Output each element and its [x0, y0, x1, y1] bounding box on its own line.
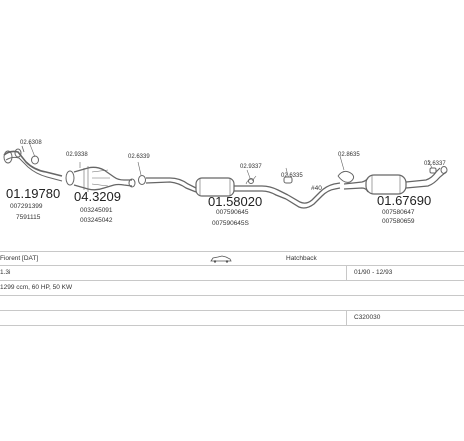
- vehicle-model: Fiorent [DAT]: [0, 255, 39, 262]
- gasket-part-2: [137, 161, 146, 185]
- part-ref-label: 02.6337: [424, 161, 446, 167]
- hanger-part-2: [283, 167, 293, 184]
- table-row: 1299 ccm, 60 HP, 50 KW: [0, 281, 464, 296]
- table-row: 1.3i 01/90 - 12/93: [0, 266, 464, 281]
- part-ref-label: 02.6339: [128, 154, 150, 160]
- intermediate-pipe-part: [285, 182, 341, 209]
- engine: 1.3i: [0, 269, 11, 276]
- exhaust-system-diagram: 02.6308 01.19780 007291399 7591115 02.93…: [3, 140, 448, 227]
- clamp-part: [427, 159, 437, 174]
- part-ref-label: 02.8635: [338, 152, 360, 158]
- part-sub-label: 003245091: [80, 207, 113, 214]
- hanger-part: [246, 169, 254, 184]
- part-ref-label: #40: [311, 185, 322, 192]
- vehicle-info-table: Fiorent [DAT] Hatchback 1.3i 01/90 - 12/…: [0, 251, 464, 326]
- part-code-label: 01.19780: [6, 186, 60, 201]
- part-sub-label: 007291399: [10, 203, 43, 210]
- table-row: [0, 296, 464, 311]
- part-code-label: 01.58020: [208, 194, 262, 209]
- part-sub-label: 007580647: [382, 209, 415, 216]
- middle-silencer-part: [145, 175, 289, 200]
- front-downpipe-part: [3, 145, 63, 182]
- part-ref-label: 02.9337: [240, 164, 262, 170]
- body-type: Hatchback: [286, 255, 317, 262]
- engine-specs: 1299 ccm, 60 HP, 50 KW: [0, 284, 73, 291]
- part-code-label: 04.3209: [74, 189, 121, 204]
- gasket-part: [28, 141, 39, 165]
- part-sub-label: 007590645: [216, 209, 249, 216]
- catalytic-converter-part: [65, 162, 136, 192]
- part-ref-label: 02.6335: [281, 173, 303, 179]
- table-row: Fiorent [DAT] Hatchback: [0, 251, 464, 266]
- catalog-code: C320030: [354, 314, 381, 321]
- car-icon: [210, 255, 232, 263]
- table-row: C320030: [0, 311, 464, 326]
- model-years: 01/90 - 12/93: [354, 269, 393, 276]
- part-sub-label: 007580659: [382, 218, 415, 225]
- rubber-hanger-part: [337, 155, 355, 183]
- rear-silencer-part: [343, 166, 448, 195]
- part-ref-label: 02.6308: [20, 140, 42, 146]
- part-code-label: 01.67690: [377, 193, 431, 208]
- part-sub-label: 007590645S: [212, 220, 250, 227]
- part-sub-label: 7591115: [16, 214, 41, 221]
- part-sub-label: 003245042: [80, 217, 113, 224]
- part-ref-label: 02.9338: [66, 152, 88, 158]
